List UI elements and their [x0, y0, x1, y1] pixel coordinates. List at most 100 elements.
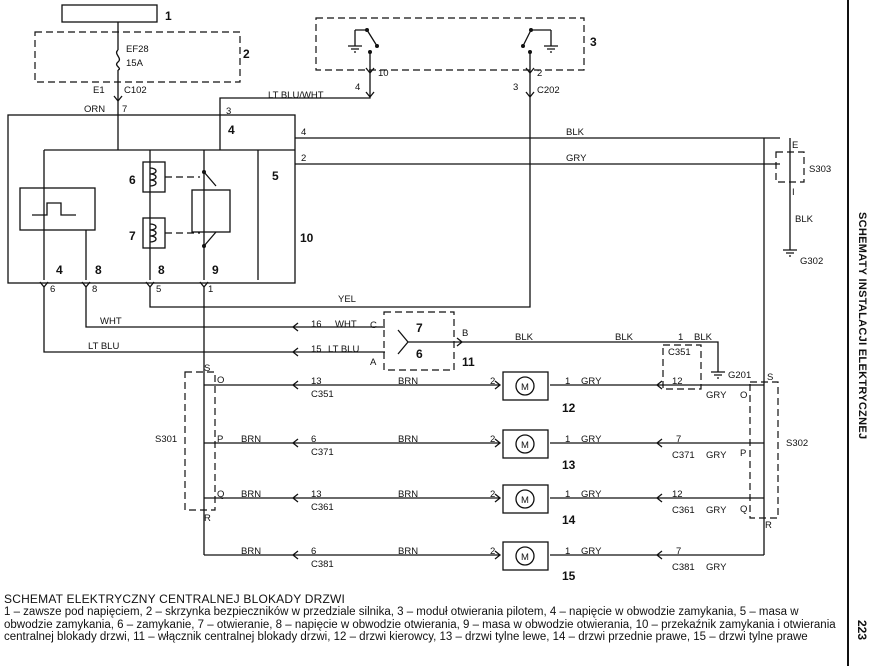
coil-lock-winding: [149, 167, 157, 187]
remote-connectors: [365, 67, 535, 75]
wire-color-lt-blu-2: LT BLU: [328, 344, 359, 355]
wire-gry-14: GRY: [581, 489, 602, 500]
pin-13-c361: 13: [311, 489, 322, 500]
splice-s301: [184, 371, 216, 511]
ground-g302-label: G302: [800, 256, 823, 267]
ground-g302-icon: [783, 249, 797, 257]
wire-color-lt-blu-wht: LT BLU/WHT: [268, 90, 324, 101]
fuse-element: [115, 49, 121, 71]
label-component-4-pin: 4: [56, 263, 63, 277]
relay-outputs: [295, 137, 780, 165]
wire-gry-13: GRY: [581, 434, 602, 445]
pin-7-c381: 7: [676, 546, 681, 557]
label-component-2: 2: [243, 47, 250, 61]
wire-gry-14b: GRY: [706, 505, 727, 516]
pin-1-motor-12: 1: [565, 376, 570, 387]
pin-7: 7: [122, 104, 127, 115]
door-motor-13: M: [502, 429, 549, 459]
pin-8: 8: [92, 284, 97, 295]
splice-r-left: R: [204, 513, 211, 524]
pin-3-c202: 3: [513, 82, 518, 93]
switch-input-wires: [295, 326, 385, 353]
wire-color-blk-c351: BLK: [615, 332, 634, 343]
label-component-11: 11: [462, 355, 475, 369]
label-component-8: 8: [95, 263, 102, 277]
splice-s302-label: S302: [786, 438, 808, 449]
splice-s-right: S: [767, 372, 773, 383]
label-component-10: 10: [300, 231, 314, 245]
connector-c351-right: C351: [668, 347, 691, 358]
pin-1: 1: [208, 284, 213, 295]
wire-color-orn: ORN: [84, 104, 105, 115]
wire-brn-15b: BRN: [398, 546, 418, 557]
pin-1-motor-14: 1: [565, 489, 570, 500]
pin-13-c351: 13: [311, 376, 322, 387]
timer-module: [19, 187, 96, 231]
label-component-4: 4: [228, 123, 235, 137]
pin-16: 16: [311, 319, 322, 330]
remote-switch-right: [522, 29, 551, 110]
wire-gry-15b: GRY: [706, 562, 727, 573]
always-hot-box: [61, 4, 158, 23]
splice-o-left: O: [217, 375, 224, 386]
fuse-id: EF28: [126, 44, 149, 55]
door-motor-14: M: [502, 484, 549, 514]
label-component-12: 12: [562, 401, 576, 415]
pin-1-c351: 1: [678, 332, 683, 343]
wire-brn-14a: BRN: [241, 489, 261, 500]
wire-color-wht-2: WHT: [335, 319, 357, 330]
pin-1-motor-13: 1: [565, 434, 570, 445]
pin-2-motor-15: 2: [490, 546, 495, 557]
label-component-7: 7: [129, 229, 136, 243]
splice-q-left: Q: [217, 489, 224, 500]
pin-2-relay: 2: [301, 153, 306, 164]
wire-brn-14b: BRN: [398, 489, 418, 500]
wire-brn-12: BRN: [398, 376, 418, 387]
pin-15: 15: [311, 344, 322, 355]
wire-color-blk: BLK: [566, 127, 585, 138]
label-component-13: 13: [562, 458, 576, 472]
pin-2-motor-12: 2: [490, 376, 495, 387]
splice-p-right: P: [740, 448, 746, 459]
wire-color-blk-g201: BLK: [694, 332, 713, 343]
label-component-5: 5: [272, 169, 279, 183]
pin-7-c371: 7: [676, 434, 681, 445]
splice-o-right: O: [740, 390, 747, 401]
pin-6-c381: 6: [311, 546, 316, 557]
switch-pin-c: C: [370, 320, 377, 331]
wire-brn-15a: BRN: [241, 546, 261, 557]
wire-yel: [149, 164, 531, 308]
ground-g201-icon: [711, 371, 725, 379]
connector-c361-right: C361: [672, 505, 695, 516]
connector-c361-left: C361: [311, 502, 334, 513]
timer-pulse-icon: [32, 202, 76, 216]
connector-c381-right: C381: [672, 562, 695, 573]
c202-marks: [365, 91, 535, 99]
motor-13-m: M: [521, 440, 529, 451]
label-component-1: 1: [165, 9, 172, 23]
wire-blk-ground: [454, 341, 719, 372]
motor-15-m: M: [521, 552, 529, 563]
section-title: SCHEMATY INSTALACJI ELEKTRYCZNEJ: [856, 212, 868, 440]
splice-i: I: [792, 187, 795, 198]
splice-q-right: Q: [740, 504, 747, 515]
pin-1-motor-15: 1: [565, 546, 570, 557]
ground-symbol-left: [348, 30, 362, 53]
caption-title: SCHEMAT ELEKTRYCZNY CENTRALNEJ BLOKADY D…: [4, 592, 346, 606]
wire-color-blk-b: BLK: [515, 332, 534, 343]
wire-brn-13a: BRN: [241, 434, 261, 445]
wire-color-gry: GRY: [566, 153, 587, 164]
wire-gry-12b: GRY: [706, 390, 727, 401]
wire-color-lt-blu: LT BLU: [88, 341, 119, 352]
motor-14-m: M: [521, 495, 529, 506]
motor-12-m: M: [521, 382, 529, 393]
wire-gry-13b: GRY: [706, 450, 727, 461]
label-component-8-pin: 8: [158, 263, 165, 277]
fuse-box: [34, 31, 241, 83]
connector-c102: C102: [124, 85, 147, 96]
label-component-6: 6: [129, 173, 136, 187]
relay-coil-lock: [142, 161, 166, 193]
side-divider: [847, 0, 849, 666]
splice-s-left: S: [204, 363, 210, 374]
door-motor-12: M: [502, 371, 549, 401]
